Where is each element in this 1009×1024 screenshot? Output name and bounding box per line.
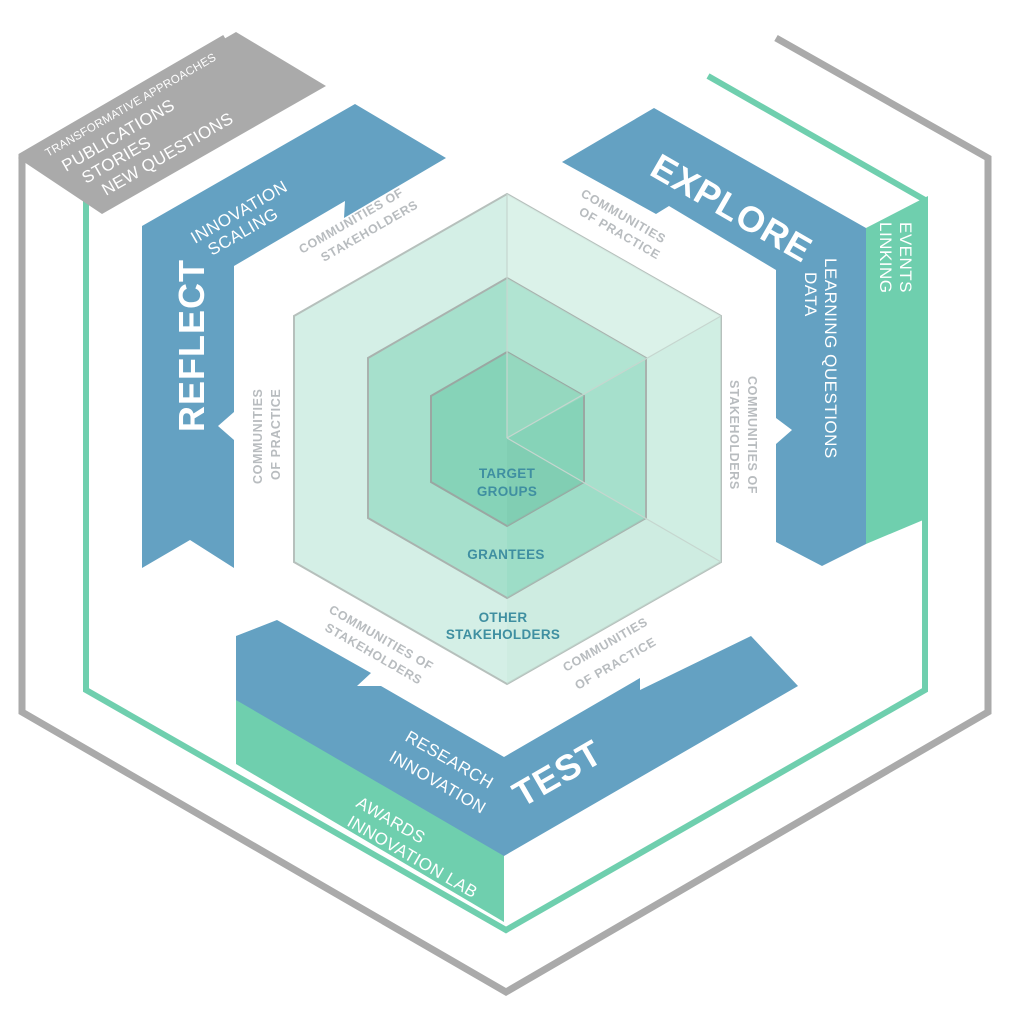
- core-outer-line-1: OTHER: [479, 610, 528, 625]
- core-hexagons: TARGET GROUPS GRANTEES OTHER STAKEHOLDER…: [293, 192, 722, 686]
- core-middle-label: GRANTEES: [467, 547, 544, 562]
- explore-line-1: LEARNING QUESTIONS: [821, 258, 840, 459]
- core-outer-line-2: STAKEHOLDERS: [446, 627, 560, 642]
- reflect-arrow: REFLECT INNOVATION SCALING: [142, 104, 446, 568]
- test-arrow: TEST RESEARCH INNOVATION: [236, 620, 798, 856]
- communities-right-2: STAKEHOLDERS: [727, 380, 741, 490]
- communities-left-2: OF PRACTICE: [269, 389, 283, 480]
- events-line-2: LINKING: [876, 222, 895, 294]
- core-inner-line-2: GROUPS: [477, 484, 537, 499]
- core-inner-line-1: TARGET: [479, 466, 536, 481]
- communities-right-1: COMMUNITIES OF: [745, 376, 759, 494]
- explore-line-2: DATA: [801, 272, 820, 317]
- communities-left-1: COMMUNITIES: [251, 389, 265, 485]
- reflect-title: REFLECT: [171, 259, 212, 432]
- events-band: EVENTS LINKING: [866, 196, 928, 544]
- events-line-1: EVENTS: [896, 222, 915, 293]
